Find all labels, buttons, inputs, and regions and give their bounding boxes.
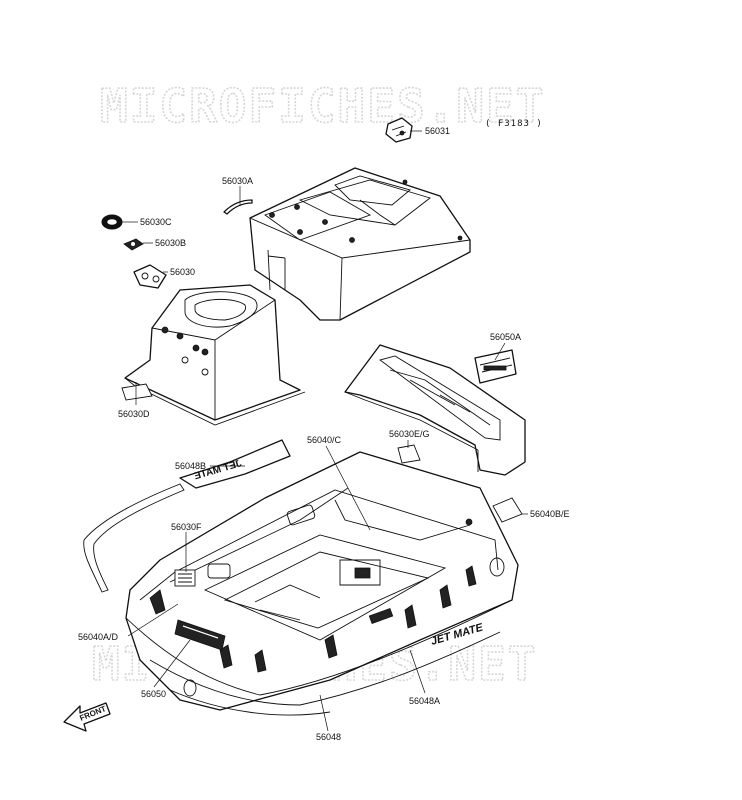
callout-56031: 56031: [425, 126, 450, 136]
callout-56050A: 56050A: [490, 332, 521, 342]
callout-56030A: 56030A: [222, 176, 253, 186]
callout-56030F: 56030F: [171, 522, 202, 532]
part-upper-hood: [249, 167, 471, 321]
part-56031-decal: [385, 117, 413, 143]
front-arrow: FRONT: [63, 702, 111, 732]
part-56030C-ring: [101, 214, 123, 230]
part-56040BE-decal: [492, 497, 523, 523]
leader-lines: [122, 130, 528, 732]
callout-56048: 56048: [316, 732, 341, 742]
callout-56048A: 56048A: [409, 696, 440, 706]
part-handle-grip: [344, 344, 526, 476]
part-56030F-decal: [174, 569, 196, 587]
part-56030D-decal: [121, 383, 153, 401]
part-lower-console: [124, 284, 306, 426]
callout-56040AD: 56040A/D: [78, 632, 119, 642]
callout-56030: 56030: [170, 267, 195, 277]
callout-56030EG: 56030E/G: [389, 429, 430, 439]
part-56030EG-decal: [397, 444, 421, 464]
figure-reference: ( F3183 ): [485, 119, 543, 129]
callout-56030C: 56030C: [140, 217, 172, 227]
callout-56050: 56050: [141, 689, 166, 699]
part-56030B-tag: [123, 238, 144, 251]
part-56050A-emblem: [474, 349, 517, 384]
part-56030A-strip: [223, 199, 253, 215]
callout-56040BE: 56040B/E: [530, 509, 570, 519]
watermark-top: MICROFICHES.NET: [100, 79, 545, 133]
part-main-hull: [125, 451, 519, 716]
part-56050-emblem: [174, 619, 226, 651]
callout-56048B: 56048B: [175, 461, 206, 471]
part-56030-plate: [133, 264, 167, 289]
callout-56030D: 56030D: [118, 409, 150, 419]
callouts: 56031 56030A 56030C 56030B 56030 56030D …: [78, 126, 570, 742]
callout-56030B: 56030B: [155, 238, 186, 248]
callout-56040C: 56040/C: [307, 435, 342, 445]
